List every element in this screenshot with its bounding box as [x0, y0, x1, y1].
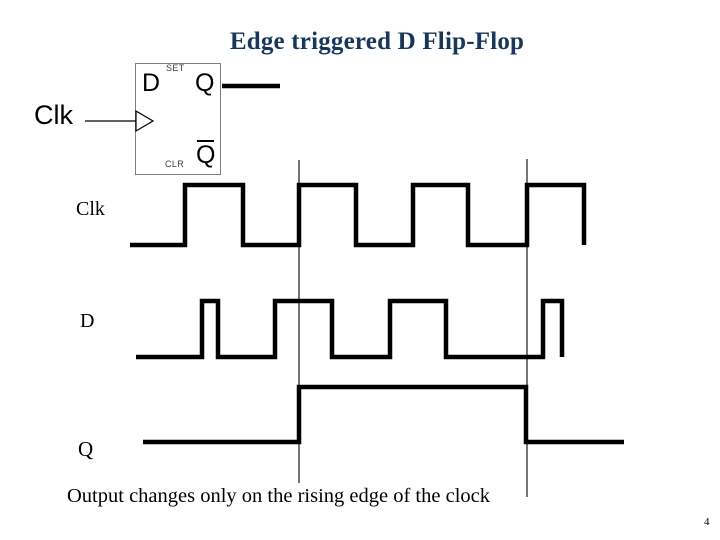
flipflop-pin-set: SET [166, 63, 185, 73]
qbar-overbar [196, 140, 214, 142]
caption-text: Output changes only on the rising edge o… [67, 485, 490, 507]
flipflop-pin-qbar: Q [196, 140, 216, 169]
flipflop-pin-clr: CLR [165, 159, 185, 169]
waveform-d [136, 298, 565, 360]
flipflop-pin-d: D [142, 69, 161, 97]
page-title: Edge triggered D Flip-Flop [229, 28, 525, 55]
waveform-label-q: Q [78, 437, 94, 461]
waveform-label-clk: Clk [76, 198, 105, 220]
waveform-label-d: D [80, 310, 95, 332]
clk-input-label: Clk [34, 100, 73, 130]
qbar-letter: Q [196, 141, 216, 169]
waveform-q [143, 384, 624, 445]
flipflop-pin-q: Q [195, 69, 215, 97]
waveform-clk [130, 182, 587, 248]
page-number: 4 [704, 516, 710, 528]
